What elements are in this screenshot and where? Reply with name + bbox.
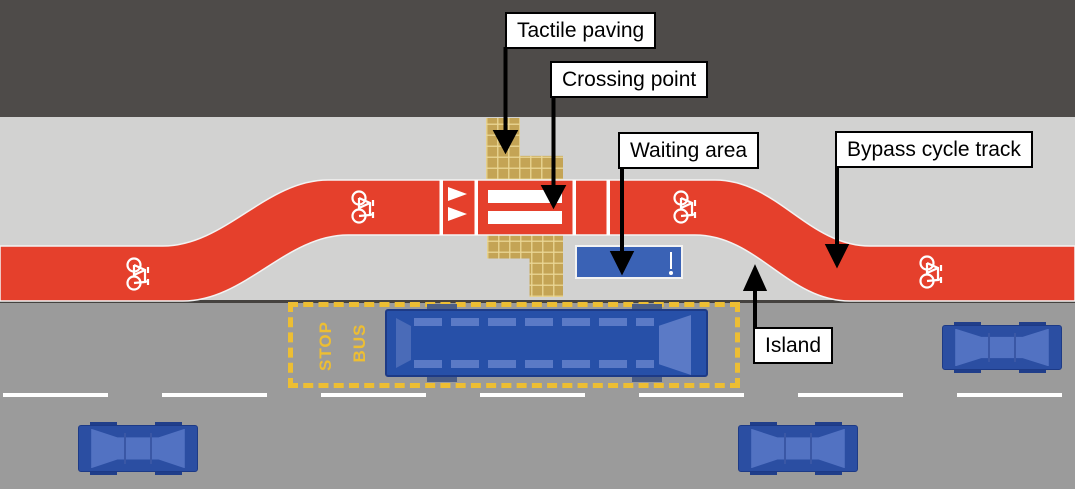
bus-rear-window [396,318,411,368]
waiting-area-pad [575,245,683,279]
bus-side-windows [414,318,654,326]
bus-wheel [632,304,662,312]
bicycle-icon [919,255,943,289]
crossing-stripes [488,190,562,224]
label-waiting-area: Waiting area [618,132,760,170]
bicycle-icon [673,190,697,224]
tactile-paving-upper [486,118,563,180]
bicycle-icon [351,190,375,224]
car-top-view [738,422,858,475]
image-bottom-margin [0,489,1075,493]
bus-top-view [385,309,708,377]
crossing-separator-lines [439,180,610,235]
give-way-triangle-icon [448,187,467,221]
stop-road-marking: STOP [316,321,335,371]
car-top-view [78,422,198,475]
label-bypass-cycle-track: Bypass cycle track [835,131,1033,169]
bicycle-icon [126,257,150,291]
lane-divider-dashes [0,393,1075,397]
tactile-paving-lower [487,235,563,297]
label-tactile-paving: Tactile paving [505,12,657,50]
label-crossing-point: Crossing point [550,61,709,99]
bus-wheel [427,304,457,312]
bus-side-windows [414,360,654,368]
bus-windshield [659,315,691,375]
bus-wheel [632,374,662,382]
car-top-view [942,322,1062,373]
waiting-pole-icon [670,252,672,269]
bus-stop-bay-marking [288,302,740,388]
waiting-pole-base [669,271,673,275]
bus-wheel [427,374,457,382]
label-island: Island [753,327,834,365]
bus-road-marking: BUS [350,323,369,363]
